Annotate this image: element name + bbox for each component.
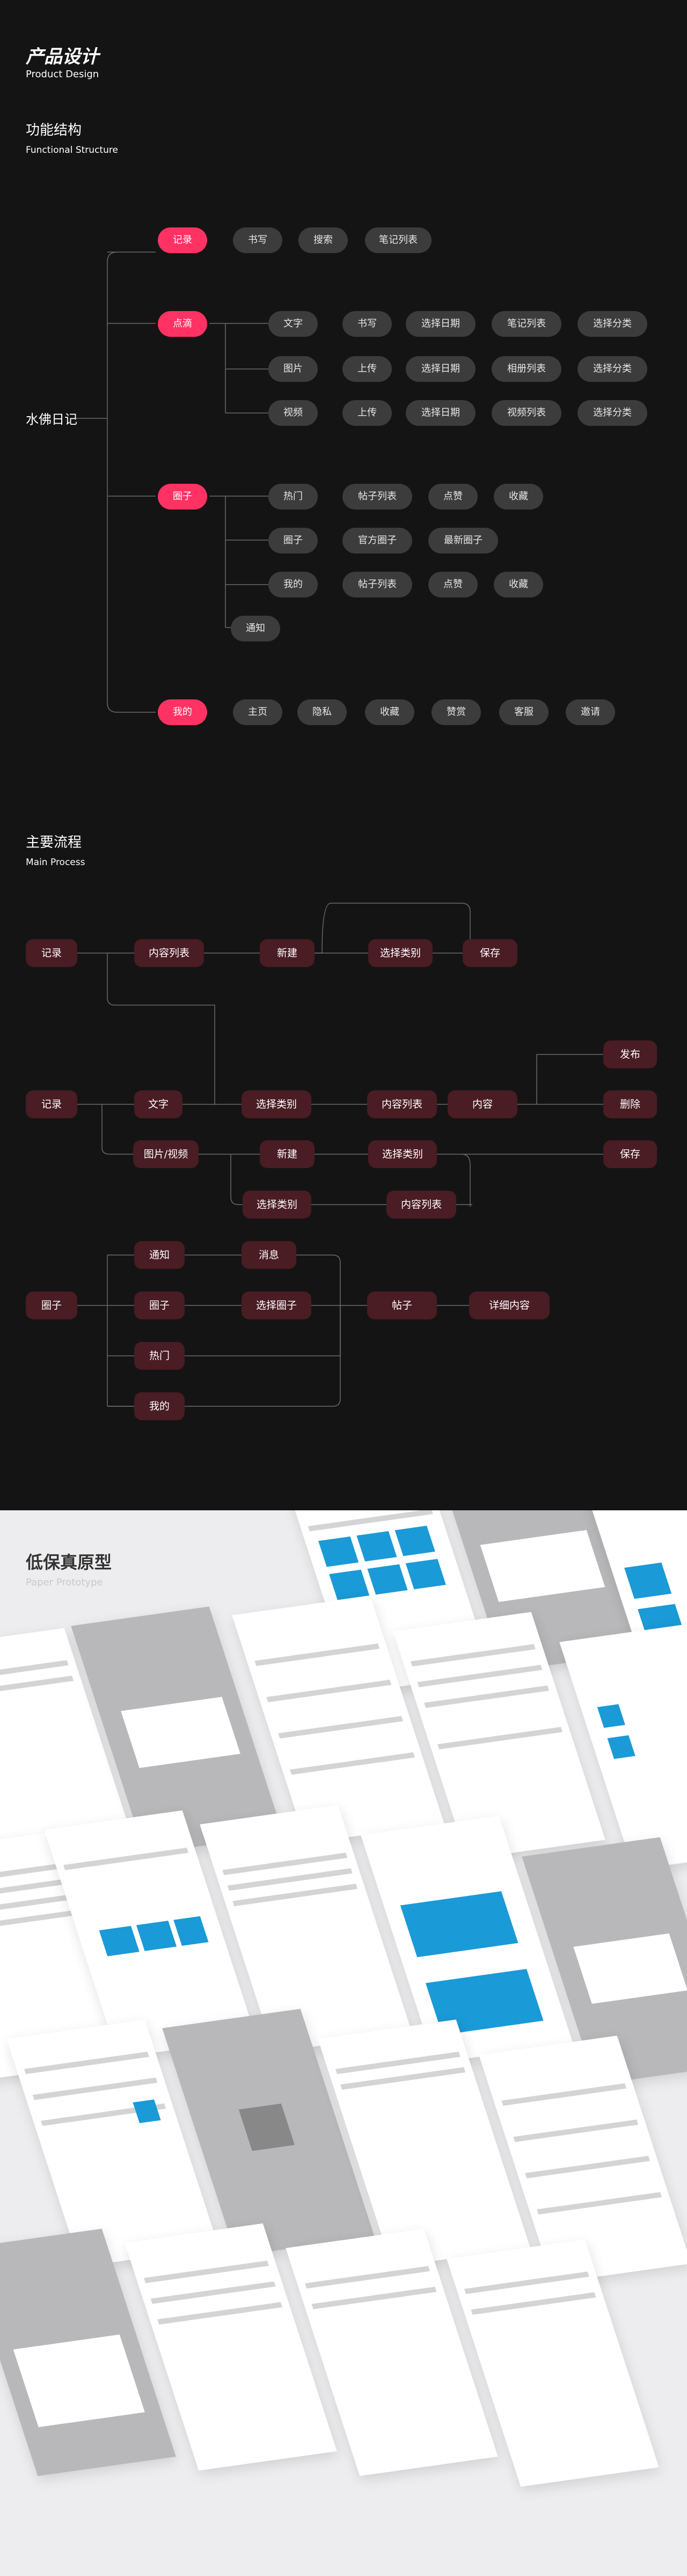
node-circle-circle: 圈子: [268, 528, 318, 553]
flow2-create: 新建: [260, 1140, 315, 1168]
flow1-save: 保存: [463, 939, 517, 967]
process-subtitle: Main Process: [26, 857, 85, 868]
flow3-notice: 通知: [134, 1241, 185, 1269]
flow3-circle: 圈子: [26, 1291, 77, 1319]
prototype-section: 低保真原型 Paper Prototype: [0, 1510, 687, 2576]
prototype-subtitle: Paper Prototype: [26, 1577, 103, 1588]
flow2-delete: 删除: [603, 1090, 657, 1118]
flow2-content: 内容: [448, 1090, 517, 1118]
node-mine-invite: 邀请: [566, 699, 615, 725]
process-title: 主要流程: [26, 835, 82, 851]
flow3-choose: 选择圈子: [242, 1291, 311, 1319]
flow1-category: 选择类别: [368, 939, 433, 967]
node-drip-video-upload: 上传: [342, 400, 392, 426]
node-drip-text-date: 选择日期: [406, 311, 476, 337]
flow3-detail: 详细内容: [469, 1291, 550, 1319]
flow2-list: 内容列表: [367, 1090, 437, 1118]
structure-connectors: [75, 252, 268, 713]
flow1-list: 内容列表: [134, 939, 204, 967]
flow3-message: 消息: [242, 1241, 296, 1269]
node-drip-text: 文字: [268, 311, 318, 337]
prototype-stage: [0, 1510, 687, 2576]
flow2-category: 选择类别: [242, 1090, 311, 1118]
node-mine-reward: 赞赏: [432, 699, 481, 725]
node-circle-latest: 最新圈子: [428, 528, 498, 553]
page-title: 产品设计: [26, 46, 99, 68]
node-mine-home: 主页: [233, 699, 282, 725]
node-drip-video: 视频: [268, 400, 318, 426]
node-drip-video-category: 选择分类: [578, 400, 647, 426]
flow2-category3: 选择类别: [243, 1191, 311, 1219]
node-drip-image-date: 选择日期: [406, 356, 476, 382]
node-drip-video-list: 视频列表: [492, 400, 561, 426]
node-circle-hot: 热门: [268, 484, 318, 510]
node-mine-fav: 收藏: [365, 699, 414, 725]
node-drip-text-write: 书写: [342, 311, 392, 337]
flow2-record: 记录: [26, 1090, 77, 1118]
node-mine-privacy: 隐私: [297, 699, 347, 725]
flow2-media: 图片/视频: [133, 1140, 199, 1168]
node-record-write: 书写: [233, 227, 282, 253]
node-drip-video-date: 选择日期: [406, 400, 476, 426]
node-circle-mine-fav: 收藏: [494, 572, 543, 597]
dark-section: 产品设计 Product Design 功能结构 Functional Stru…: [26, 46, 657, 1420]
structure-title: 功能结构: [26, 122, 82, 138]
page-subtitle: Product Design: [26, 69, 99, 80]
flow1-create: 新建: [260, 939, 315, 967]
node-circle-hot-posts: 帖子列表: [342, 484, 412, 510]
node-mine: 我的: [158, 699, 207, 725]
flow3-post: 帖子: [367, 1291, 437, 1319]
root-node: 水佛日记: [26, 412, 77, 427]
node-circle-notice: 通知: [231, 616, 280, 641]
structure-subtitle: Functional Structure: [26, 145, 118, 156]
node-circle-official: 官方圈子: [342, 528, 412, 553]
node-circle: 圈子: [158, 484, 207, 510]
node-mine-service: 客服: [499, 699, 549, 725]
flow3-circle2: 圈子: [134, 1291, 185, 1319]
node-drip-image-album: 相册列表: [492, 356, 561, 382]
node-drip-text-list: 笔记列表: [492, 311, 561, 337]
node-circle-mine-posts: 帖子列表: [342, 572, 412, 597]
node-record-list: 笔记列表: [365, 227, 432, 253]
flow2-text: 文字: [134, 1090, 182, 1118]
node-record-search: 搜索: [298, 227, 348, 253]
flow2-save: 保存: [603, 1140, 657, 1168]
node-drip-image: 图片: [268, 356, 318, 382]
node-drip: 点滴: [158, 311, 207, 337]
node-drip-image-category: 选择分类: [578, 356, 647, 382]
node-circle-mine: 我的: [268, 572, 318, 597]
node-drip-text-category: 选择分类: [578, 311, 647, 337]
node-circle-hot-like: 点赞: [428, 484, 478, 510]
process-connectors: [77, 903, 603, 1407]
node-circle-hot-fav: 收藏: [494, 484, 543, 510]
flow3-mine: 我的: [134, 1392, 185, 1420]
prototype-title: 低保真原型: [26, 1552, 112, 1573]
node-circle-mine-like: 点赞: [428, 572, 478, 597]
flow2-category2: 选择类别: [368, 1140, 437, 1168]
node-record: 记录: [158, 227, 207, 253]
flow1-record: 记录: [26, 939, 77, 967]
flow2-publish: 发布: [603, 1040, 657, 1068]
flow3-hot: 热门: [134, 1342, 185, 1370]
node-drip-image-upload: 上传: [342, 356, 392, 382]
flow2-list2: 内容列表: [386, 1191, 456, 1219]
